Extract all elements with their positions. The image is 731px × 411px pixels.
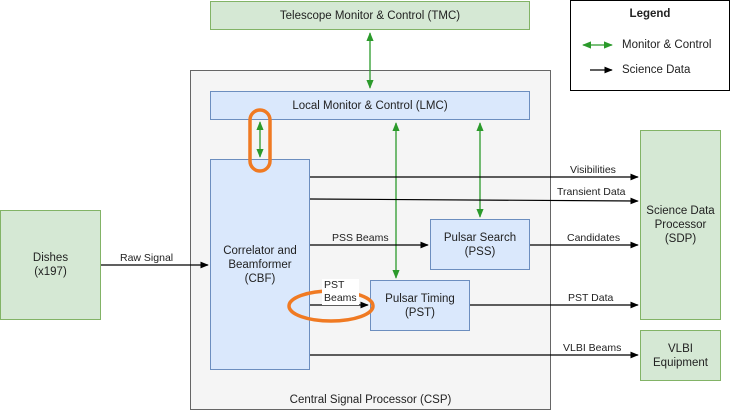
dishes-box: Dishes (x197)	[0, 210, 101, 320]
cbf-box: Correlator and Beamformer (CBF)	[210, 159, 310, 370]
lmc-label: Local Monitor & Control (LMC)	[292, 99, 448, 112]
pst-data-label: PST Data	[568, 292, 614, 304]
visibilities-label: Visibilities	[570, 164, 616, 176]
vlbi-label: VLBI Equipment	[653, 342, 708, 369]
pss-label: Pulsar Search (PSS)	[443, 231, 517, 258]
transient-label: Transient Data	[557, 186, 626, 198]
transient-arrow	[309, 197, 639, 205]
dishes-label: Dishes (x197)	[32, 252, 69, 278]
vlbi-beams-label: VLBI Beams	[563, 342, 622, 354]
vlbi-box: VLBI Equipment	[640, 330, 721, 381]
pst-box: Pulsar Timing (PST)	[370, 280, 470, 331]
csp-label: Central Signal Processor (CSP)	[289, 394, 452, 406]
sdp-label: Science Data Processor (SDP)	[646, 205, 715, 245]
sdp-box: Science Data Processor (SDP)	[640, 130, 721, 320]
candidates-label: Candidates	[567, 232, 621, 244]
pss-box: Pulsar Search (PSS)	[430, 219, 530, 270]
pss-beams-label: PSS Beams	[332, 232, 389, 244]
raw-signal-label: Raw Signal	[120, 252, 174, 264]
legend-monitor-label: Monitor & Control	[622, 39, 712, 51]
tmc-box: Telescope Monitor & Control (TMC)	[210, 1, 530, 30]
cbf-label: Correlator and Beamformer (CBF)	[223, 244, 297, 285]
legend-title: Legend	[629, 8, 671, 20]
lmc-box: Local Monitor & Control (LMC)	[210, 91, 530, 120]
tmc-label: Telescope Monitor & Control (TMC)	[279, 9, 461, 22]
highlight-lmc-cbf-link	[248, 108, 272, 173]
pst-beams-label: PST Beams	[322, 279, 359, 305]
legend-science-label: Science Data	[622, 64, 691, 76]
pst-label: Pulsar Timing (PST)	[385, 292, 455, 319]
